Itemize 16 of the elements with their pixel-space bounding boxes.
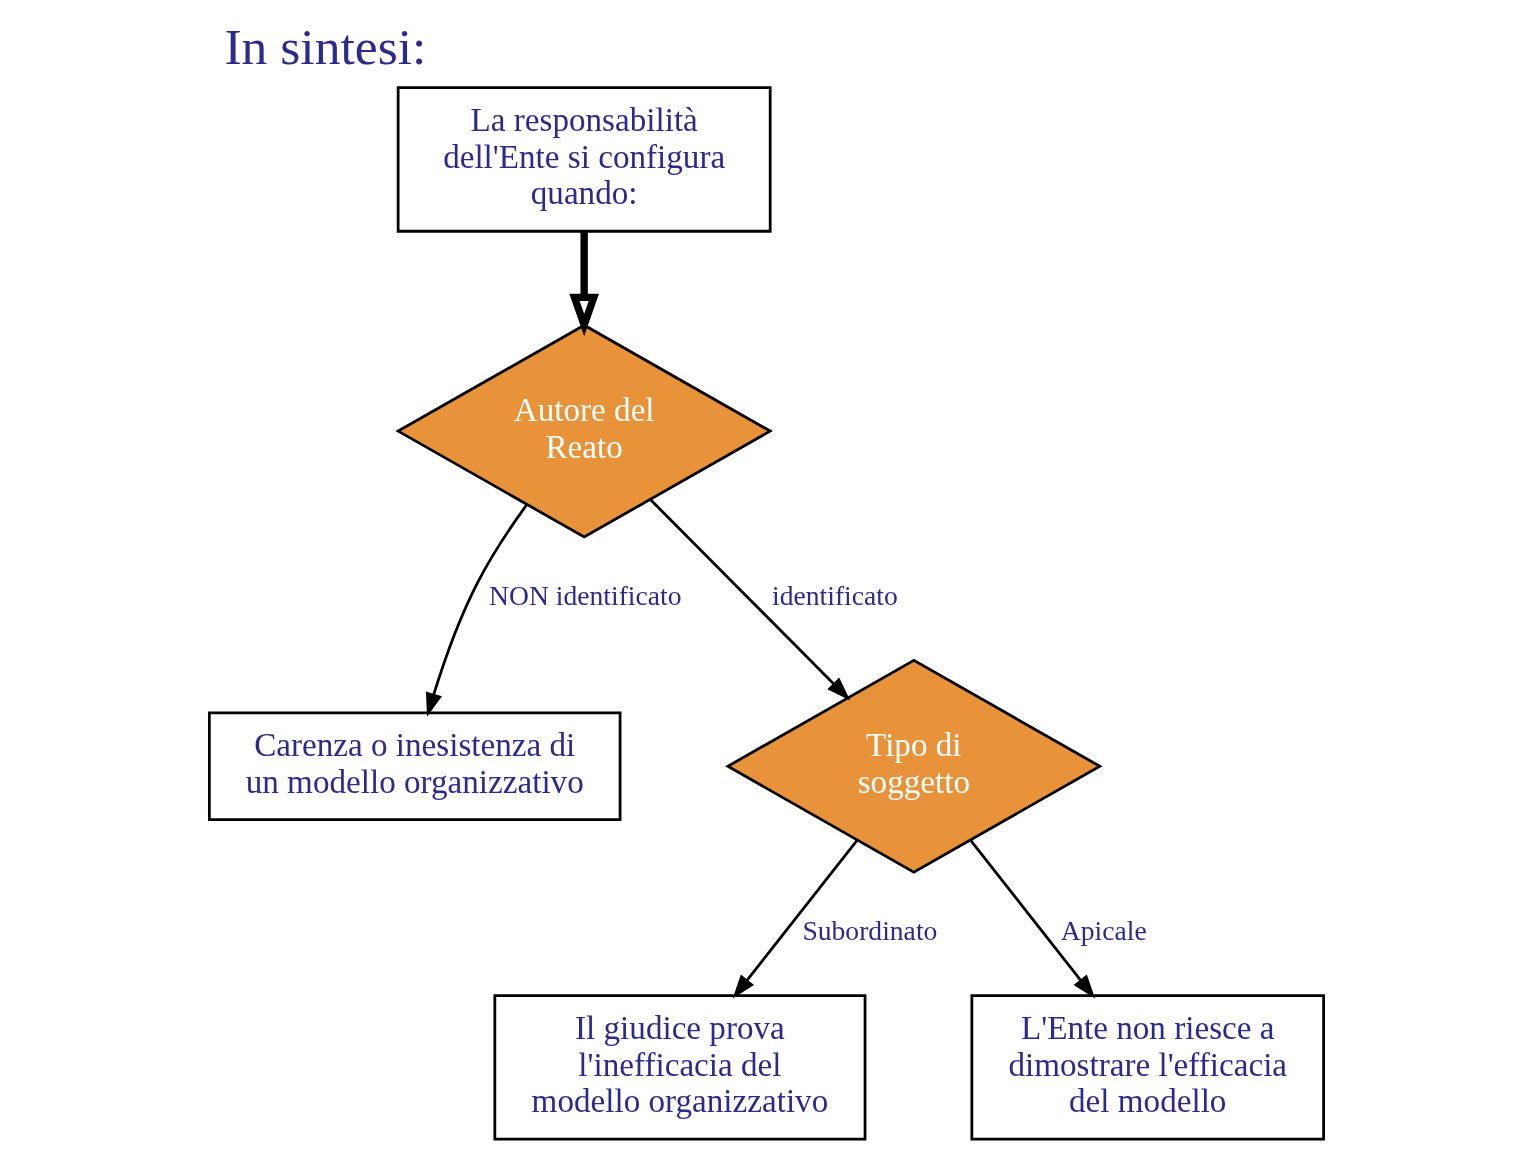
node-box: Il giudice prova l'inefficacia del modello organizzativo — [492, 994, 866, 1141]
node-diamond: Autore del Reato — [394, 323, 773, 539]
arrow — [968, 839, 1095, 999]
edge-label: NON identificato — [488, 580, 682, 612]
edge-label: Apicale — [1060, 915, 1147, 947]
node-box: Carenza o inesistenza di un modello organizzativo — [207, 711, 621, 822]
node-box: La responsabilità dell'Ente si configura quando: — [396, 86, 772, 233]
diagram-title: In sintesi: — [223, 18, 426, 76]
edge-label: Subordinato — [801, 915, 937, 947]
arrow — [732, 839, 858, 999]
arrow — [568, 231, 599, 337]
arrow — [425, 504, 528, 717]
edge-label: identificato — [771, 580, 898, 612]
arrow — [649, 499, 850, 701]
node-box: L'Ente non riesce a dimostrare l'efficacia del modello — [970, 994, 1325, 1141]
node-diamond: Tipo di soggetto — [724, 658, 1103, 874]
